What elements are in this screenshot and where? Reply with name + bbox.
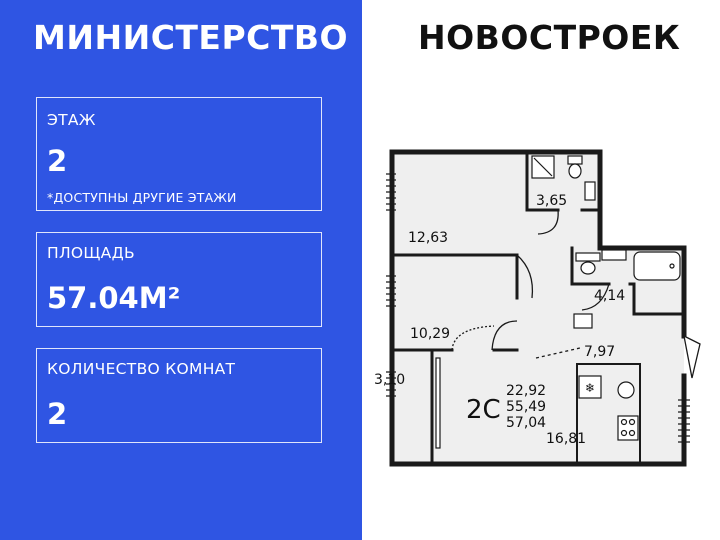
stove-icon — [617, 415, 639, 441]
area-no-balcony: 55,49 — [506, 399, 546, 415]
rooms-card: КОЛИЧЕСТВО КОМНАТ 2 — [36, 348, 322, 443]
wall-bath-mid-2 — [628, 282, 686, 316]
floor-value: 2 — [47, 144, 68, 178]
info-panel: МИНИСТЕРСТВО ЭТАЖ 2 *ДОСТУПНЫ ДРУГИЕ ЭТА… — [0, 0, 362, 540]
windows — [386, 173, 690, 443]
balcony-door-icon — [435, 357, 441, 449]
sink-icon-2 — [601, 249, 627, 261]
room-area-bathroom-top: 3,65 — [536, 193, 567, 209]
rooms-value: 2 — [47, 397, 68, 431]
floor-fill-east — [602, 248, 684, 464]
living-area: 22,92 — [506, 383, 546, 399]
brand-title-right: НОВОСТРОЕК — [418, 18, 681, 57]
toilet-tank-icon-2 — [575, 252, 601, 262]
svg-text:❄: ❄ — [585, 381, 595, 395]
room-area-bedroom-mid: 10,29 — [410, 326, 450, 342]
toilet-icon-2 — [580, 261, 596, 275]
toilet-icon — [568, 163, 582, 179]
floor-note: *ДОСТУПНЫ ДРУГИЕ ЭТАЖИ — [47, 190, 237, 205]
brand-title-left: МИНИСТЕРСТВО — [33, 18, 349, 57]
apartment-type: 2С — [466, 395, 501, 425]
sink-icon-3 — [617, 381, 635, 399]
floor-label: ЭТАЖ — [47, 111, 96, 129]
drain-icon — [669, 263, 675, 269]
outer-wall-top — [389, 149, 687, 339]
kitchen-counter-2 — [576, 363, 641, 465]
room-area-balcony: 3,10 — [374, 372, 405, 388]
floor-fill — [392, 152, 602, 464]
wall-bath-top — [525, 150, 560, 212]
toilet-tank-icon — [567, 155, 583, 165]
doors — [451, 209, 701, 379]
floorplan: ❄ 3,65 12,63 4,14 10,29 7,97 3,10 16,81 … — [374, 149, 701, 467]
total-area: 57,04 — [506, 415, 546, 431]
wall-bath-mid — [570, 246, 611, 286]
bathtub-icon — [633, 251, 681, 281]
area-value: 57.04М² — [47, 281, 181, 315]
area-label: ПЛОЩАДЬ — [47, 244, 135, 262]
fridge-icon — [578, 375, 602, 399]
sink-icon — [584, 181, 596, 201]
room-area-bathroom-mid: 4,14 — [594, 288, 625, 304]
washing-machine-icon — [573, 313, 593, 329]
outer-wall-bottom — [389, 149, 687, 467]
rooms-label: КОЛИЧЕСТВО КОМНАТ — [47, 360, 236, 378]
floor-card: ЭТАЖ 2 *ДОСТУПНЫ ДРУГИЕ ЭТАЖИ — [36, 97, 322, 211]
room-area-bedroom-top: 12,63 — [408, 230, 448, 246]
room-area-hall: 7,97 — [584, 344, 615, 360]
room-area-kitchen: 16,81 — [546, 431, 586, 447]
area-card: ПЛОЩАДЬ 57.04М² — [36, 232, 322, 327]
fixtures: ❄ — [435, 155, 681, 449]
